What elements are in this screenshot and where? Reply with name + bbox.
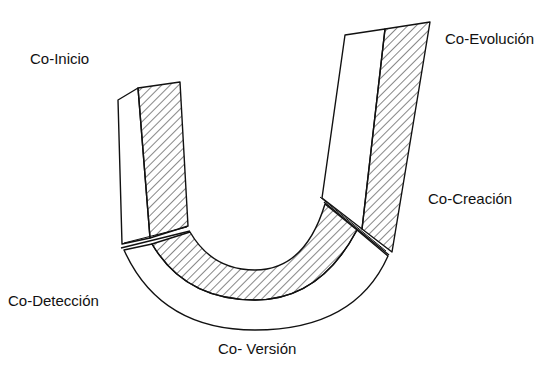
- joint-line: [124, 227, 187, 243]
- stage-label: Co-Creación: [428, 190, 512, 208]
- joint-line: [320, 197, 386, 251]
- band-hatched-face: [362, 22, 430, 252]
- stage-label: Co-Detección: [8, 292, 99, 310]
- band-hatched-face: [152, 204, 357, 300]
- stage-label: Co-Evolución: [445, 30, 534, 48]
- band-hatched-face: [138, 82, 188, 238]
- stage-label: Co- Versión: [218, 340, 296, 358]
- joint-line: [121, 231, 190, 248]
- joint-line: [324, 202, 389, 255]
- stage-label: Co-Inicio: [30, 50, 89, 68]
